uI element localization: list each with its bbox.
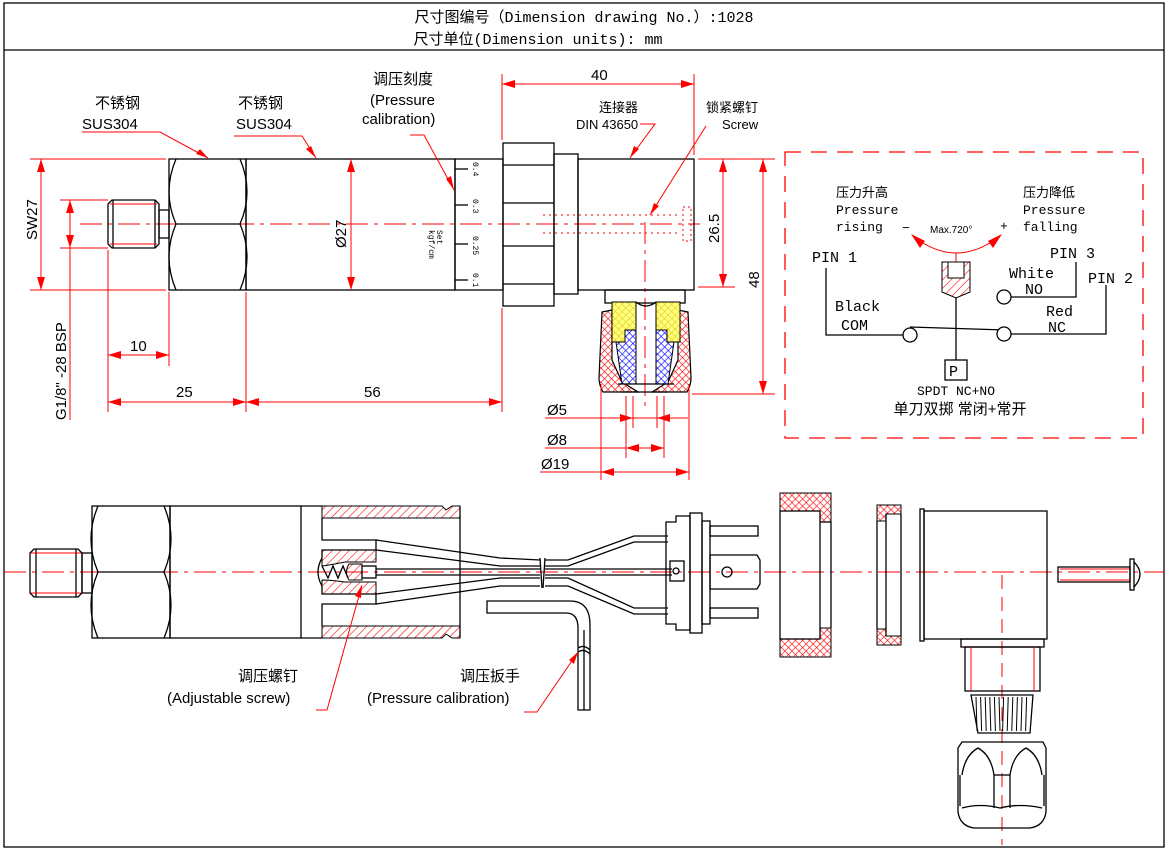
gland-rib bbox=[1006, 696, 1009, 732]
gland-rib bbox=[989, 696, 992, 732]
dim-diameter-27: Ø27 bbox=[333, 220, 350, 248]
rotation-arc bbox=[912, 235, 1001, 254]
no-label: NO bbox=[1025, 282, 1043, 299]
black-wire-label: Black bbox=[835, 299, 880, 316]
exploded-view: 调压螺钉 (Adjustable screw) 调压扳手 (Pressure c… bbox=[4, 492, 1164, 845]
dim-diameter-8: Ø8 bbox=[547, 432, 567, 449]
top-view: 0.4 0.3 0.25 0.1 Set kgf/cm bbox=[24, 67, 775, 480]
dim-thread: G1/8" -28 BSP bbox=[53, 322, 70, 420]
switch-type-cn: 单刀双掷 常闭+常开 bbox=[894, 401, 1027, 418]
dim-sw27: SW27 bbox=[24, 199, 41, 240]
wrench-label-en: (Pressure calibration) bbox=[367, 690, 510, 707]
gland-rib bbox=[1025, 696, 1028, 732]
pin-2-label: PIN 2 bbox=[1088, 271, 1133, 288]
switch-type-en: SPDT NC+NO bbox=[917, 384, 995, 399]
connector-housing bbox=[919, 508, 1048, 845]
dim-48: 48 bbox=[746, 271, 763, 288]
locking-screw bbox=[1057, 558, 1141, 591]
dim-diameter-19: Ø19 bbox=[541, 456, 569, 473]
rising-label-en: rising bbox=[836, 220, 883, 235]
pin-1-label: PIN 1 bbox=[812, 250, 857, 267]
sheet-border bbox=[3, 2, 1165, 848]
material-label-cn: 不锈钢 bbox=[95, 95, 140, 112]
din-connector bbox=[543, 158, 695, 410]
white-wire-label: White bbox=[1009, 266, 1054, 283]
pressure-symbol-label: P bbox=[949, 364, 958, 381]
calibration-label-en: calibration) bbox=[362, 111, 435, 128]
connector-nut bbox=[502, 142, 579, 307]
scale-tick-label: 0.4 bbox=[470, 162, 479, 177]
pin-3-label: PIN 3 bbox=[1050, 246, 1095, 263]
material-label-en: SUS304 bbox=[236, 116, 292, 133]
falling-label-en: falling bbox=[1023, 220, 1078, 235]
com-label: COM bbox=[841, 318, 868, 335]
sealing-ring bbox=[779, 492, 832, 658]
scale-tick-label: 0.3 bbox=[470, 199, 479, 214]
calibration-wrench bbox=[486, 600, 591, 711]
dim-40: 40 bbox=[591, 67, 608, 84]
drawing-number: 尺寸图编号（Dimension drawing No.）:1028 bbox=[414, 9, 753, 27]
pressure-symbol bbox=[944, 359, 968, 381]
cable-gland bbox=[957, 694, 1047, 829]
rising-label-cn: 压力升高 bbox=[836, 185, 888, 200]
gland-rib bbox=[1020, 696, 1023, 732]
dim-10: 10 bbox=[130, 338, 147, 355]
cable-gland-section bbox=[598, 301, 692, 393]
max-angle-label: Max.720° bbox=[930, 225, 972, 236]
annotation-labels: 调压螺钉 (Adjustable screw) 调压扳手 (Pressure c… bbox=[167, 584, 579, 713]
gland-rib bbox=[998, 696, 1001, 732]
adjust-screw-label-cn: 调压螺钉 bbox=[238, 668, 298, 685]
dim-diameter-5: Ø5 bbox=[547, 402, 567, 419]
falling-label-en: Pressure bbox=[1023, 203, 1085, 218]
connector-label-cn: 连接器 bbox=[599, 100, 638, 115]
scale-unit-label: kgf/cm bbox=[426, 230, 435, 259]
gasket bbox=[876, 504, 902, 646]
gland-rib bbox=[993, 696, 996, 732]
scale-tick-label: 0.1 bbox=[470, 273, 479, 288]
annotation-labels: 不锈钢 SUS304 不锈钢 SUS304 调压刻度 (Pressure cal… bbox=[82, 71, 759, 216]
dimension-units: 尺寸单位(Dimension units): mm bbox=[413, 31, 662, 49]
wrench-label-cn: 调压扳手 bbox=[460, 668, 520, 685]
calibration-label-cn: 调压刻度 bbox=[373, 71, 433, 88]
contact-arms bbox=[375, 535, 672, 615]
dim-25: 25 bbox=[176, 384, 193, 401]
com-contact bbox=[902, 327, 918, 343]
title-block: 尺寸图编号（Dimension drawing No.）:1028 尺寸单位(D… bbox=[413, 9, 753, 49]
material-label-cn: 不锈钢 bbox=[238, 95, 283, 112]
minus-sign: − bbox=[902, 221, 910, 236]
red-wire-label: Red bbox=[1046, 304, 1073, 321]
calibration-label-en: (Pressure bbox=[370, 92, 435, 109]
adjust-screw-label-en: (Adjustable screw) bbox=[167, 690, 290, 707]
gland-rib bbox=[975, 696, 978, 732]
connector-insert bbox=[665, 512, 761, 634]
hex-nut bbox=[168, 158, 248, 291]
adjust-screw-symbol bbox=[941, 261, 971, 299]
gland-rib bbox=[984, 696, 987, 732]
threaded-stem bbox=[29, 548, 93, 598]
plus-sign: + bbox=[1000, 219, 1008, 234]
hex-nut bbox=[90, 505, 172, 639]
nc-label: NC bbox=[1048, 320, 1066, 337]
gland-rib bbox=[1011, 696, 1014, 732]
scale-set-label: Set bbox=[434, 230, 443, 244]
dim-26-5: 26.5 bbox=[706, 214, 723, 243]
gland-rib bbox=[1015, 696, 1018, 732]
no-contact bbox=[996, 289, 1012, 305]
rising-label-en: Pressure bbox=[836, 203, 898, 218]
threaded-stem bbox=[107, 199, 170, 249]
scale-tick-label: 0.25 bbox=[470, 236, 479, 255]
screw-label-cn: 锁紧螺钉 bbox=[706, 100, 758, 115]
falling-label-cn: 压力降低 bbox=[1023, 185, 1075, 200]
wiring-diagram: 压力升高 Pressure rising − 压力降低 Pressure fal… bbox=[784, 151, 1144, 439]
connector-label-en: DIN 43650 bbox=[576, 117, 638, 132]
material-label-en: SUS304 bbox=[82, 116, 138, 133]
screw-label-en: Screw bbox=[722, 117, 759, 132]
dim-56: 56 bbox=[364, 384, 381, 401]
dimensions: SW27 G1/8" -28 BSP Ø27 10 bbox=[24, 67, 775, 480]
nc-contact bbox=[996, 326, 1012, 342]
gland-rib bbox=[1002, 696, 1005, 732]
sensor-body bbox=[169, 505, 302, 639]
gland-rib bbox=[980, 696, 983, 732]
